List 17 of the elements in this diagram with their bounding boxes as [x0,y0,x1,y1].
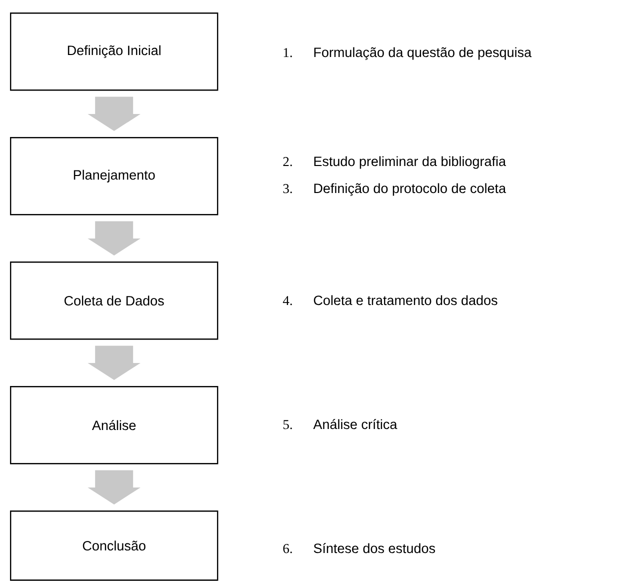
list-item: Estudo preliminar da bibliografia [314,156,506,169]
list-number: 2. [283,157,292,166]
process-box: Definição Inicial [10,12,218,91]
list-number: 6. [283,544,292,554]
list-number: 5. [283,420,292,430]
process-box: Conclusão [10,510,218,581]
list-item: Formulação da questão de pesquisa [314,47,532,60]
process-box: Coleta de Dados [10,262,218,340]
list-item: Síntese dos estudos [314,543,436,554]
process-box: Planejamento [10,137,218,216]
list-number: 3. [283,184,292,194]
list-number: 1. [284,48,292,58]
list-item: Coleta e tratamento dos dados [314,295,498,306]
list-number: 4. [282,296,292,306]
list-item: Definição do protocolo de coleta [314,183,506,196]
list-item: Análise crítica [313,419,398,430]
process-box: Análise [10,386,218,464]
